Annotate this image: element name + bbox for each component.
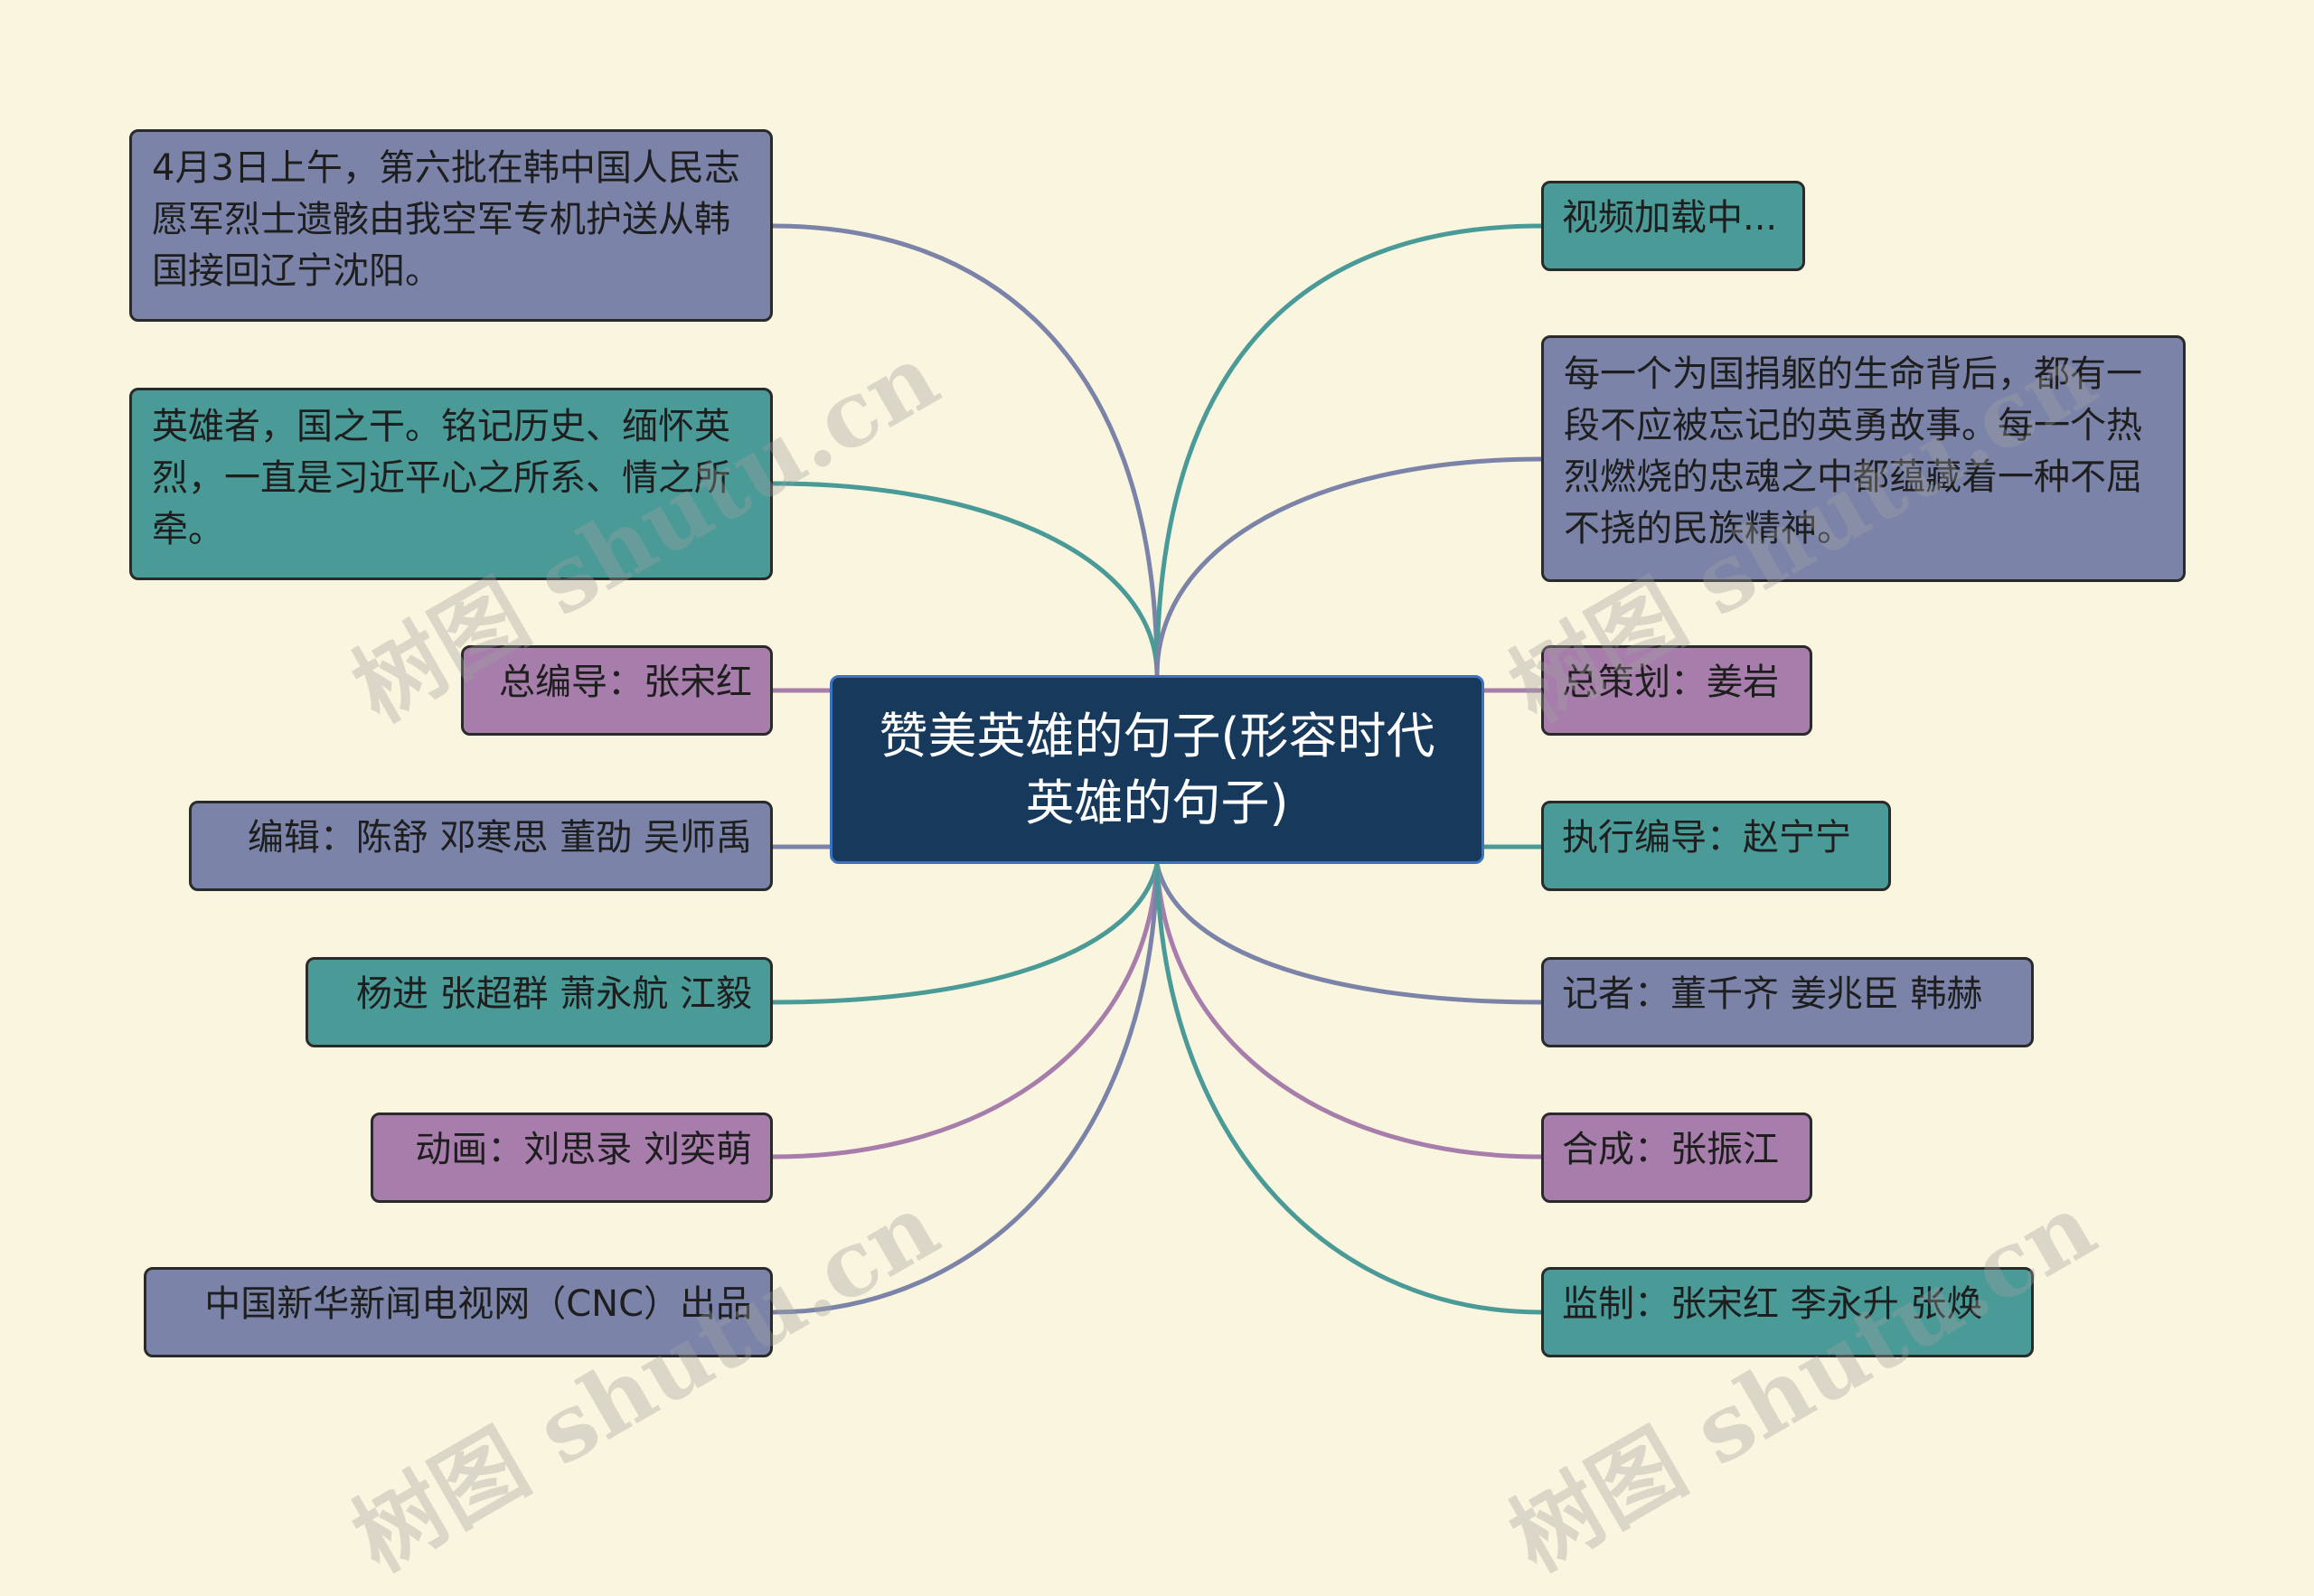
left-node-6-text: 动画：刘思录 刘奕萌 xyxy=(415,1129,752,1170)
right-node-5-text: 记者：董千齐 姜兆臣 韩赫 xyxy=(1562,973,1983,1015)
right-node-1[interactable]: 视频加载中... xyxy=(1541,181,1805,271)
central-topic-label: 赞美英雄的句子(形容时代英雄的句子) xyxy=(879,707,1435,831)
left-node-1[interactable]: 4月3日上午，第六批在韩中国人民志愿军烈士遗骸由我空军专机护送从韩国接回辽宁沈阳… xyxy=(129,129,773,322)
left-node-5[interactable]: 杨进 张超群 萧永航 江毅 xyxy=(306,957,773,1047)
right-node-7-text: 监制：张宋红 李永升 张焕 xyxy=(1562,1283,1983,1325)
left-node-2[interactable]: 英雄者，国之干。铭记历史、缅怀英烈，一直是习近平心之所系、情之所牵。 xyxy=(129,388,773,580)
right-node-6-text: 合成：张振江 xyxy=(1562,1129,1779,1170)
right-node-3-text: 总策划：姜岩 xyxy=(1562,662,1779,703)
right-node-5[interactable]: 记者：董千齐 姜兆臣 韩赫 xyxy=(1541,957,2034,1047)
connector-right-1 xyxy=(1154,223,1542,676)
left-node-1-text: 4月3日上午，第六批在韩中国人民志愿军烈士遗骸由我空军专机护送从韩国接回辽宁沈阳… xyxy=(152,147,740,292)
right-node-4[interactable]: 执行编导：赵宁宁 xyxy=(1541,801,1891,891)
left-node-7-text: 中国新华新闻电视网（CNC）出品 xyxy=(204,1283,752,1325)
connector-left-5 xyxy=(772,863,1160,1005)
connector-lines xyxy=(772,223,1542,1315)
left-node-7[interactable]: 中国新华新闻电视网（CNC）出品 xyxy=(144,1267,773,1357)
central-topic[interactable]: 赞美英雄的句子(形容时代英雄的句子) xyxy=(830,675,1484,864)
right-node-2-text: 每一个为国捐躯的生命背后，都有一段不应被忘记的英勇故事。每一个热烈燃烧的忠魂之中… xyxy=(1564,353,2142,549)
right-node-2[interactable]: 每一个为国捐躯的生命背后，都有一段不应被忘记的英勇故事。每一个热烈燃烧的忠魂之中… xyxy=(1541,335,2186,582)
connector-right-2 xyxy=(1154,456,1542,676)
left-node-4-text: 编辑：陈舒 邓寒思 董劭 吴师禹 xyxy=(247,817,752,859)
connector-left-7 xyxy=(772,863,1160,1315)
connector-left-6 xyxy=(772,863,1160,1159)
left-node-5-text: 杨进 张超群 萧永航 江毅 xyxy=(355,973,752,1015)
connector-left-1 xyxy=(772,223,1160,676)
right-node-3[interactable]: 总策划：姜岩 xyxy=(1541,645,1812,736)
left-node-6[interactable]: 动画：刘思录 刘奕萌 xyxy=(371,1113,773,1203)
connector-left-2 xyxy=(772,481,1160,676)
right-node-1-text: 视频加载中... xyxy=(1562,197,1778,239)
left-node-3[interactable]: 总编导：张宋红 xyxy=(461,645,773,736)
connector-right-5 xyxy=(1154,863,1542,1005)
connector-right-6 xyxy=(1154,863,1542,1159)
right-node-7[interactable]: 监制：张宋红 李永升 张焕 xyxy=(1541,1267,2034,1357)
right-node-4-text: 执行编导：赵宁宁 xyxy=(1562,817,1851,859)
left-node-4[interactable]: 编辑：陈舒 邓寒思 董劭 吴师禹 xyxy=(189,801,773,891)
left-node-3-text: 总编导：张宋红 xyxy=(499,662,752,703)
connector-right-7 xyxy=(1154,863,1542,1315)
right-node-6[interactable]: 合成：张振江 xyxy=(1541,1113,1812,1203)
left-node-2-text: 英雄者，国之干。铭记历史、缅怀英烈，一直是习近平心之所系、情之所牵。 xyxy=(152,406,730,550)
